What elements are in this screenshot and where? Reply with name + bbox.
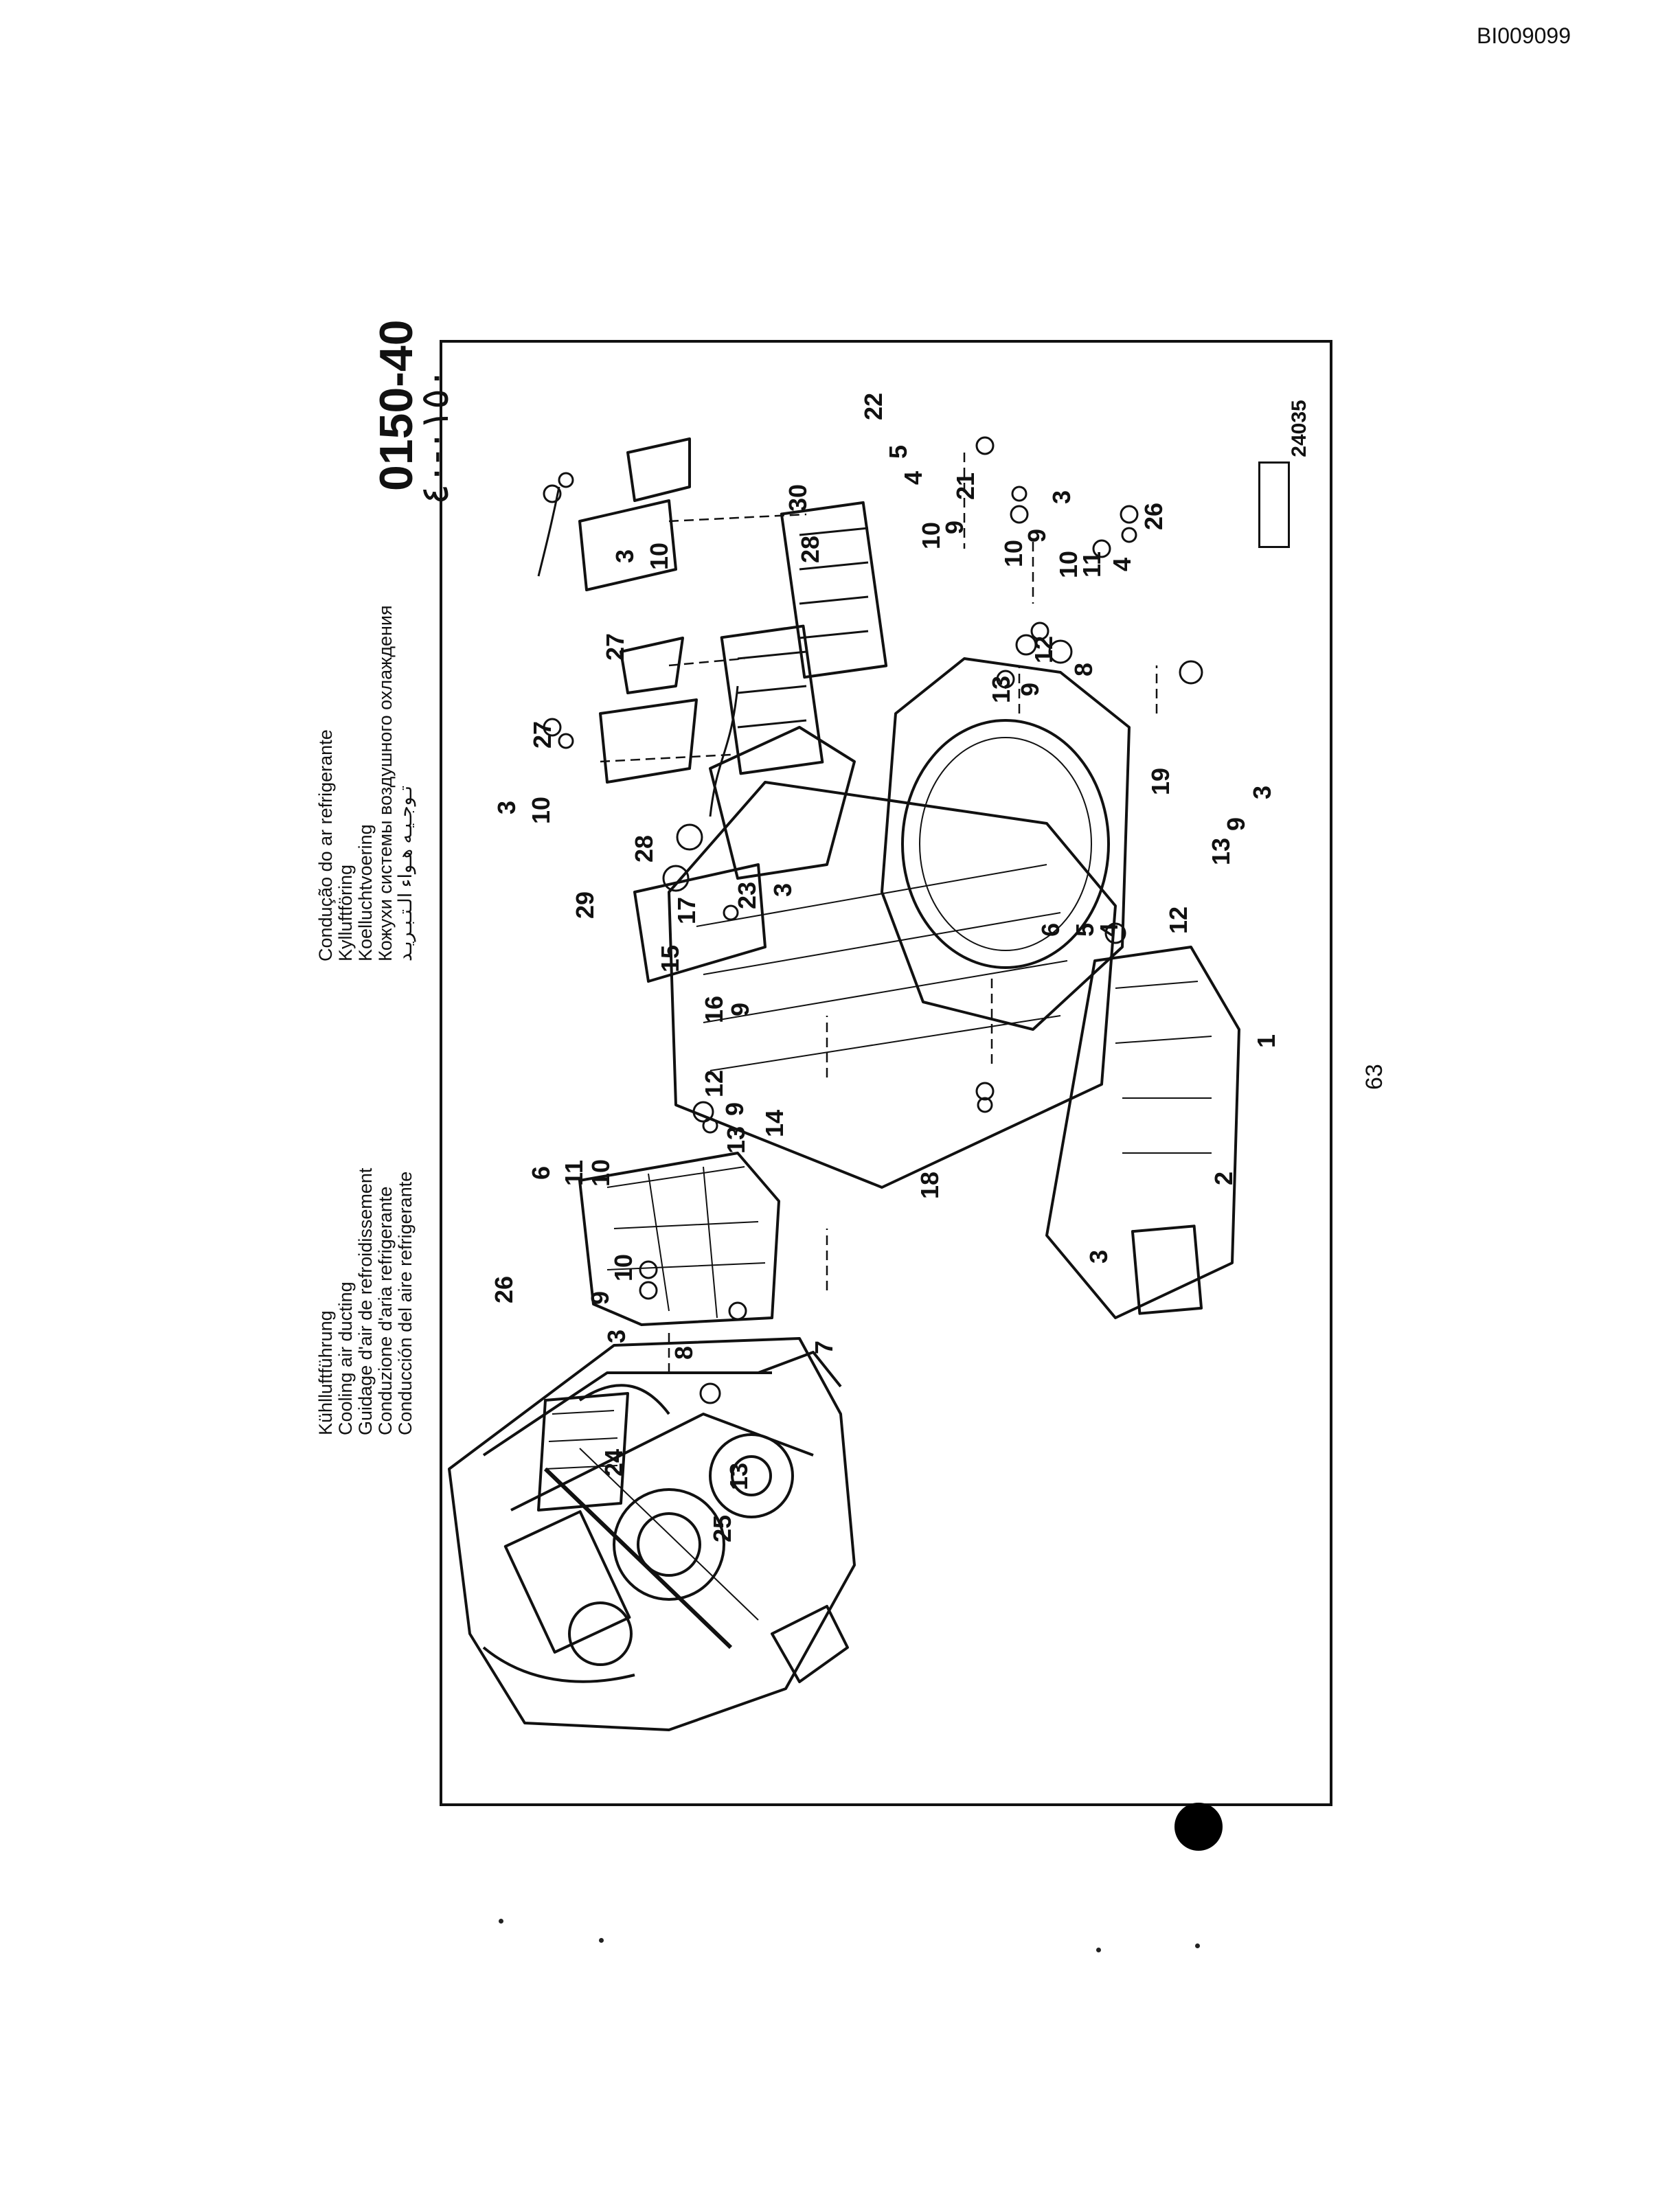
speck <box>1096 1948 1101 1952</box>
callout-c23: 11 <box>560 1159 588 1187</box>
callout-c29: 8 <box>670 1345 698 1360</box>
title-block-left: Kühlluftführung Cooling air ducting Guid… <box>315 1167 416 1435</box>
title-ar: تـوجـيـه هـواء الـتـبـريـد <box>395 785 416 961</box>
callout-c47: 4 <box>899 470 927 486</box>
callout-c14: 15 <box>656 944 684 973</box>
callout-c39: 2 <box>1210 1171 1238 1186</box>
callout-c60: 9 <box>1016 682 1044 697</box>
exploded-parts-diagram <box>448 436 1240 1731</box>
group-bracket-30 <box>537 486 560 577</box>
baffle-30 <box>578 499 677 591</box>
title-ru: Кожухи системы воздушного охлаждения <box>375 605 396 961</box>
registration-dot <box>1174 1803 1223 1851</box>
callout-c25: 26 <box>490 1275 518 1304</box>
title-en: Cooling air ducting <box>335 1281 356 1435</box>
callout-c18: 9 <box>720 1102 749 1117</box>
callout-c27: 10 <box>609 1253 637 1282</box>
callout-c44: 19 <box>1146 767 1174 796</box>
callout-c7: 28 <box>630 834 658 863</box>
callout-c45: 22 <box>859 392 887 421</box>
callout-c5: 3 <box>611 549 639 564</box>
screen-28b <box>626 437 691 502</box>
callout-c9: 28 <box>796 535 824 564</box>
duct-23 <box>709 726 856 880</box>
callout-c57: 26 <box>1139 502 1168 531</box>
reference-number: 24035 <box>1288 400 1310 457</box>
callout-c36: 4 <box>1095 922 1123 937</box>
duct-7 <box>578 1152 780 1326</box>
callout-c41: 13 <box>1207 837 1235 866</box>
callout-c6: 10 <box>645 542 673 571</box>
callout-c38: 1 <box>1252 1034 1280 1049</box>
engine-illustration <box>448 1337 856 1731</box>
diagram-frame <box>440 340 1332 1806</box>
callout-c42: 9 <box>1222 817 1250 832</box>
grille-lower <box>720 624 824 775</box>
callout-c48: 21 <box>951 472 979 501</box>
callout-c59: 13 <box>987 675 1015 704</box>
title-de: Kühlluftführung <box>315 1310 336 1435</box>
page-number: 63 <box>1361 1064 1387 1090</box>
shroud-19 <box>881 657 1131 1031</box>
speck <box>1195 1943 1200 1948</box>
callout-c50: 9 <box>940 520 968 535</box>
panel-24 <box>537 1392 629 1512</box>
callout-c37: 12 <box>1164 906 1192 935</box>
callout-c19: 13 <box>722 1126 750 1154</box>
title-nl: Koelluchtvoering <box>355 824 376 961</box>
title-it: Conduzione d'aria refrigerante <box>375 1186 396 1435</box>
screen-28a <box>620 637 684 694</box>
callout-c61: 8 <box>1069 662 1098 677</box>
callout-c4: 27 <box>601 632 629 661</box>
grille-upper <box>780 501 888 679</box>
title-fr: Guidage d'air de refroidissement <box>355 1167 376 1435</box>
callout-c31: 24 <box>600 1448 628 1477</box>
callout-c2: 10 <box>527 796 555 825</box>
title-block-right: Condução do ar refrigerante Kylluftförin… <box>315 605 416 961</box>
callout-c58: 12 <box>1030 635 1058 664</box>
callout-c33: 25 <box>708 1514 736 1543</box>
callout-c8: 29 <box>571 891 599 920</box>
callout-c21: 18 <box>916 1171 944 1200</box>
callout-c13: 17 <box>672 896 701 925</box>
callout-c55: 11 <box>1078 551 1106 578</box>
group-bracket-29 <box>709 685 739 817</box>
section-code-arabic: ٠١٥٠-٤٠ <box>413 367 456 505</box>
title-sv: Kylluftföring <box>335 864 356 961</box>
callout-c11: 23 <box>733 881 761 910</box>
reference-number-box: 24035 <box>1258 400 1310 548</box>
baffle-29 <box>599 698 698 784</box>
callout-c34: 6 <box>1036 922 1065 937</box>
speck <box>499 1919 503 1924</box>
callout-c53: 3 <box>1047 490 1076 505</box>
document-id: BI009099 <box>1477 23 1571 48</box>
callout-c20: 14 <box>760 1109 788 1138</box>
title-pt: Condução do ar refrigerante <box>315 729 336 961</box>
callout-c32: 13 <box>725 1462 753 1491</box>
callout-c40: 3 <box>1085 1249 1113 1264</box>
callout-c30: 7 <box>810 1340 838 1355</box>
title-es: Conducción del aire refrigerante <box>395 1171 416 1435</box>
callout-c56: 4 <box>1108 557 1136 572</box>
callout-c1: 3 <box>492 800 521 815</box>
callout-c26: 9 <box>586 1290 614 1305</box>
callout-c24: 10 <box>587 1159 615 1187</box>
callout-c10: 30 <box>784 483 812 512</box>
callout-c3: 27 <box>528 720 556 749</box>
grille-2 <box>1131 1224 1203 1315</box>
lower-cover-1 <box>1045 946 1240 1319</box>
callout-c52: 9 <box>1023 528 1051 543</box>
callout-c16: 9 <box>726 1002 754 1017</box>
callout-c22: 6 <box>527 1165 555 1180</box>
bracket-14 <box>633 863 767 983</box>
callout-c28: 3 <box>602 1329 631 1344</box>
callout-c43: 3 <box>1248 785 1276 800</box>
callout-c12: 3 <box>769 882 797 898</box>
speck <box>599 1938 604 1943</box>
